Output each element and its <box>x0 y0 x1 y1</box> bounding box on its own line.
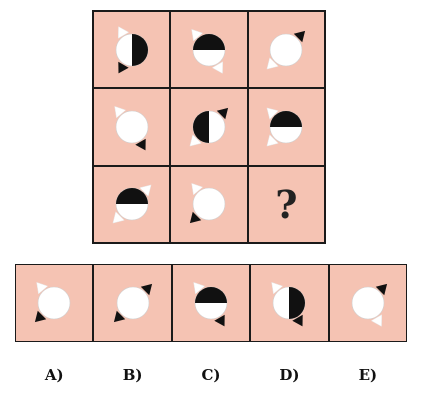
option-e[interactable] <box>328 264 408 342</box>
grid-cell-5 <box>170 88 248 166</box>
grid-cell-7 <box>93 165 171 243</box>
option-a-label: A) <box>44 366 64 384</box>
half-fill <box>131 33 148 66</box>
dark-triangle <box>189 212 202 224</box>
light-triangle <box>193 281 206 295</box>
option-c[interactable] <box>171 264 251 342</box>
option-d-label: D) <box>279 366 300 384</box>
half-fill <box>192 110 209 143</box>
dark-triangle <box>134 138 146 151</box>
dark-triangle <box>216 107 229 120</box>
circle-shape <box>115 110 148 144</box>
light-triangle <box>211 60 223 74</box>
dark-triangle <box>294 30 306 42</box>
grid-cell-9-missing: ? <box>247 165 325 243</box>
grid-cell-8 <box>170 165 248 243</box>
circle-shape <box>116 286 149 320</box>
light-triangle <box>36 281 49 295</box>
circle-figure <box>266 107 303 147</box>
grid-cell-3 <box>247 11 325 89</box>
option-d[interactable] <box>250 264 329 342</box>
puzzle-grid: ? <box>92 10 326 244</box>
circle-figure <box>189 107 229 147</box>
light-triangle <box>266 107 280 120</box>
dark-triangle <box>292 314 304 327</box>
circle-figure <box>189 183 226 224</box>
light-triangle <box>138 184 152 198</box>
option-e-label: E) <box>358 366 378 384</box>
circle-figure <box>35 281 71 323</box>
circle-figure <box>191 28 226 74</box>
circle-figure <box>115 25 148 74</box>
half-fill <box>289 287 306 319</box>
half-fill <box>195 287 228 303</box>
dark-triangle <box>375 283 387 296</box>
option-b-label: B) <box>122 366 143 384</box>
light-triangle <box>189 134 202 147</box>
light-triangle <box>266 134 280 147</box>
dark-triangle <box>140 283 152 296</box>
circle-figure <box>266 30 306 70</box>
circle-figure <box>351 283 387 327</box>
answer-options <box>15 264 408 342</box>
option-c-label: C) <box>201 366 221 384</box>
light-triangle <box>191 183 204 196</box>
circle-shape <box>37 286 71 320</box>
dark-triangle <box>113 310 125 323</box>
circle-figure <box>113 283 152 323</box>
circle-figure <box>112 184 152 224</box>
option-b[interactable] <box>93 264 172 342</box>
light-triangle <box>266 56 280 70</box>
light-triangle <box>117 25 129 39</box>
half-fill <box>115 188 148 205</box>
light-triangle <box>113 105 126 119</box>
grid-cell-1 <box>93 11 171 89</box>
circle-figure <box>193 281 228 327</box>
circle-shape <box>270 33 303 66</box>
half-fill <box>192 33 225 50</box>
question-mark: ? <box>275 181 298 227</box>
circle-shape <box>192 188 226 221</box>
grid-cell-4 <box>93 88 171 166</box>
circle-figure <box>113 105 148 151</box>
dark-triangle <box>117 61 129 74</box>
circle-figure <box>271 281 306 327</box>
grid-cell-2 <box>170 11 248 89</box>
half-fill <box>270 110 303 127</box>
light-triangle <box>370 314 382 327</box>
light-triangle <box>112 211 125 224</box>
option-a[interactable] <box>15 264 94 342</box>
light-triangle <box>271 281 284 295</box>
dark-triangle <box>35 310 47 323</box>
dark-triangle <box>214 314 225 327</box>
option-labels: A) B) C) D) E) <box>15 366 407 384</box>
circle-shape <box>351 286 385 320</box>
grid-cell-6 <box>247 88 325 166</box>
light-triangle <box>191 28 204 41</box>
